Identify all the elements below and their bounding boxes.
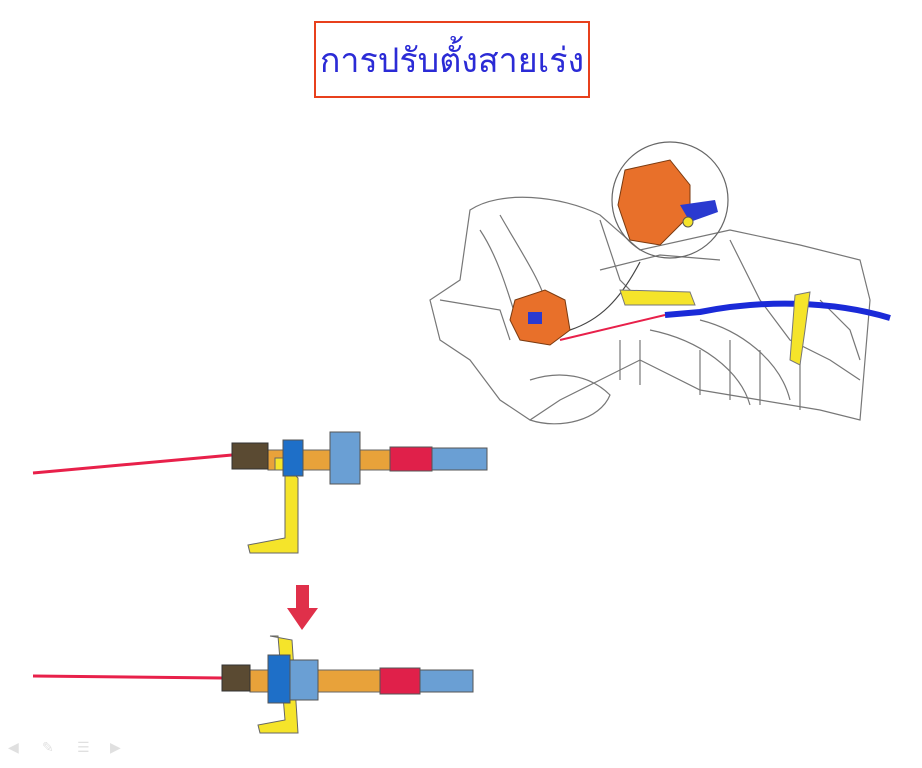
cable-diagram-before <box>32 431 488 554</box>
sleeve <box>379 667 421 695</box>
engine-line-art <box>429 141 871 425</box>
menu-icon[interactable]: ☰ <box>77 740 90 756</box>
engine-bracket <box>619 289 696 306</box>
wire <box>32 453 233 475</box>
detail-lever <box>680 200 718 222</box>
slide-title: การปรับตั้งสายเร่ง <box>319 40 585 81</box>
pen-icon[interactable]: ✎ <box>42 740 54 756</box>
cable-diagram-after <box>32 635 474 734</box>
arrow-left-icon[interactable]: ◀ <box>8 740 19 756</box>
cable-end <box>221 664 251 692</box>
adjust-nut <box>289 659 319 701</box>
sleeve <box>389 446 433 472</box>
throttle-detail <box>617 159 691 246</box>
throttle-link <box>528 312 542 324</box>
wire <box>32 674 223 680</box>
cable-housing <box>419 669 474 693</box>
arrow-down-icon <box>287 585 318 630</box>
adjust-nut <box>329 431 361 485</box>
engine-accel-wire <box>559 314 666 341</box>
lock-nut <box>267 654 291 704</box>
arrow-right-icon[interactable]: ▶ <box>110 740 121 756</box>
detail-bolt <box>682 216 694 228</box>
engine-cable-clip <box>789 291 811 366</box>
cable-housing <box>431 447 488 471</box>
lock-nut <box>282 439 304 477</box>
engine-accel-cable <box>664 300 891 321</box>
cable-end <box>231 442 269 470</box>
slide-title-box: การปรับตั้งสายเร่ง <box>314 21 590 98</box>
